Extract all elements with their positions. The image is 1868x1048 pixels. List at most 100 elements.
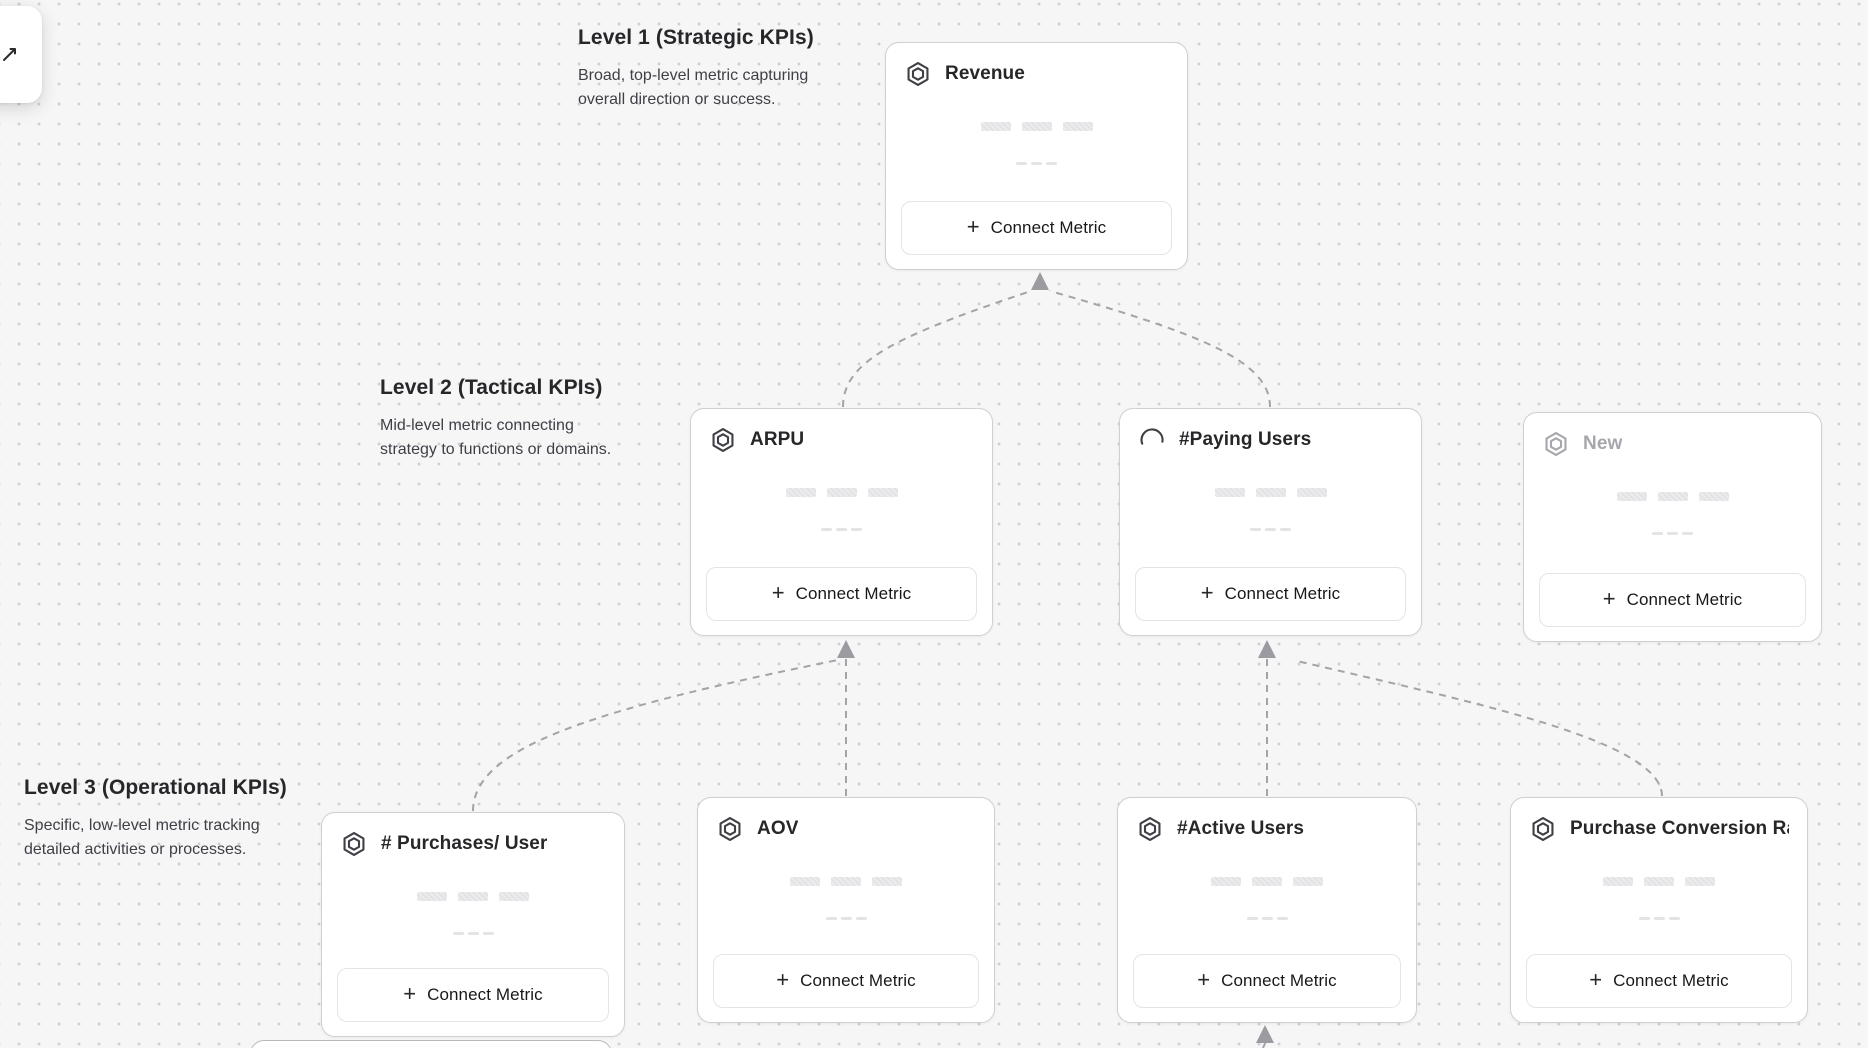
placeholder-chip [1293,877,1323,886]
connect-metric-button[interactable]: + Connect Metric [713,954,979,1008]
level2-description: Mid-level metric connecting strategy to … [380,417,612,458]
metric-card-active-users[interactable]: #Active Users + Connect Metric [1117,797,1417,1023]
connect-metric-label: Connect Metric [800,971,916,990]
metric-card-purchases-per-user[interactable]: # Purchases/ User + Connect Metric [321,812,625,1037]
metric-card-aov[interactable]: AOV + Connect Metric [697,797,995,1023]
hexagon-metric-icon [712,427,734,453]
plus-icon: + [1602,586,1616,611]
metric-placeholder-dashes [691,528,992,531]
placeholder-dash [1246,917,1258,920]
cursor-arrow-icon [3,48,16,61]
placeholder-dash [1250,528,1261,531]
placeholder-dash [482,932,494,935]
connect-metric-button[interactable]: + Connect Metric [337,968,609,1022]
metric-placeholder-dashes [1120,528,1421,531]
plus-icon: + [771,580,785,605]
metric-placeholder-dashes [1511,917,1807,920]
metric-placeholder-dashes [698,917,994,920]
metric-placeholder-dashes [886,162,1187,165]
connector-pcr-to-paying-users [1296,660,1663,797]
plus-icon: + [776,967,790,992]
metric-card-title: Purchase Conversion Rate [1570,818,1789,839]
connect-metric-button[interactable]: + Connect Metric [1133,954,1401,1008]
placeholder-dash [1046,162,1057,165]
metric-card-title: # Purchases/ User [381,833,548,854]
placeholder-chip [1603,877,1633,886]
metric-card-header: Purchase Conversion Rate [1511,798,1807,843]
metric-card-title: AOV [757,818,799,839]
metric-card-new[interactable]: New + Connect Metric [1523,412,1822,642]
placeholder-dash [821,528,832,531]
metric-card-header: #Paying Users [1120,409,1421,454]
hexagon-metric-icon [1532,816,1554,842]
canvas-tool-button[interactable] [0,6,42,103]
placeholder-chip [1644,877,1674,886]
placeholder-dash [467,932,479,935]
plus-icon: + [1197,967,1211,992]
placeholder-chip [1685,877,1715,886]
arrowhead-into-revenue [1031,272,1049,290]
loading-spinner-icon [1140,428,1164,445]
plus-icon: + [403,981,417,1006]
placeholder-dash [1638,917,1650,920]
level3-description: Specific, low-level metric tracking deta… [24,817,260,858]
placeholder-chip [1211,877,1241,886]
connect-metric-label: Connect Metric [1221,971,1337,990]
connect-metric-label: Connect Metric [795,584,912,603]
metric-card-title: Revenue [945,63,1025,84]
placeholder-dash [452,932,464,935]
metric-card-purchase-conversion-rate[interactable]: Purchase Conversion Rate + Connect Metri… [1510,797,1808,1023]
metric-card-arpu[interactable]: ARPU + Connect Metric [690,408,993,636]
arrowhead-into-arpu [837,640,855,658]
connect-metric-button[interactable]: + Connect Metric [901,201,1172,255]
placeholder-chip [831,877,861,886]
connect-metric-button[interactable]: + Connect Metric [1526,954,1792,1008]
connect-metric-button[interactable]: + Connect Metric [1135,567,1406,621]
placeholder-dash [1280,528,1291,531]
metric-card-header: # Purchases/ User [322,813,624,858]
metric-placeholder-dashes [1118,917,1416,920]
hexagon-metric-icon [343,831,365,857]
connect-metric-button[interactable]: + Connect Metric [706,567,977,621]
placeholder-dash [1668,917,1680,920]
hexagon-metric-icon [1139,816,1161,842]
hexagon-metric-icon [907,61,929,87]
placeholder-chip [1657,492,1688,501]
placeholder-dash [840,917,852,920]
placeholder-chip [1214,488,1245,497]
placeholder-chip [1021,122,1052,131]
connector-purchases-to-arpu [472,659,839,812]
placeholder-chip [1616,492,1647,501]
placeholder-chip [790,877,820,886]
plus-icon: + [1200,580,1214,605]
placeholder-chip [867,488,898,497]
metric-placeholder-row [322,892,624,901]
placeholder-dash [1265,528,1276,531]
level2-heading: Level 2 (Tactical KPIs) Mid-level metric… [380,376,628,462]
metric-card-title: #Active Users [1177,818,1304,839]
metric-card-header: ARPU [691,409,992,454]
placeholder-chip [1296,488,1327,497]
placeholder-chip [1252,877,1282,886]
metric-placeholder-row [1118,877,1416,886]
connect-metric-label: Connect Metric [427,985,543,1004]
metric-card-partial[interactable] [250,1040,612,1048]
placeholder-dash [1682,532,1693,535]
metric-card-revenue[interactable]: Revenue + Connect Metric [885,42,1188,270]
placeholder-dash [855,917,867,920]
metric-card-title: New [1583,433,1623,454]
metric-card-paying-users[interactable]: #Paying Users + Connect Metric [1119,408,1422,636]
metric-card-header: #Active Users [1118,798,1416,843]
arrowhead-into-active-users [1256,1025,1274,1043]
hexagon-metric-icon [719,816,741,842]
metric-placeholder-row [691,488,992,497]
placeholder-chip [1255,488,1286,497]
metric-placeholder-row [1511,877,1807,886]
plus-icon: + [1589,967,1603,992]
connect-metric-button[interactable]: + Connect Metric [1539,573,1806,627]
placeholder-dash [836,528,847,531]
level3-title: Level 3 (Operational KPIs) [24,776,287,799]
metric-card-title: #Paying Users [1179,429,1312,450]
metric-card-header: New [1524,413,1821,458]
